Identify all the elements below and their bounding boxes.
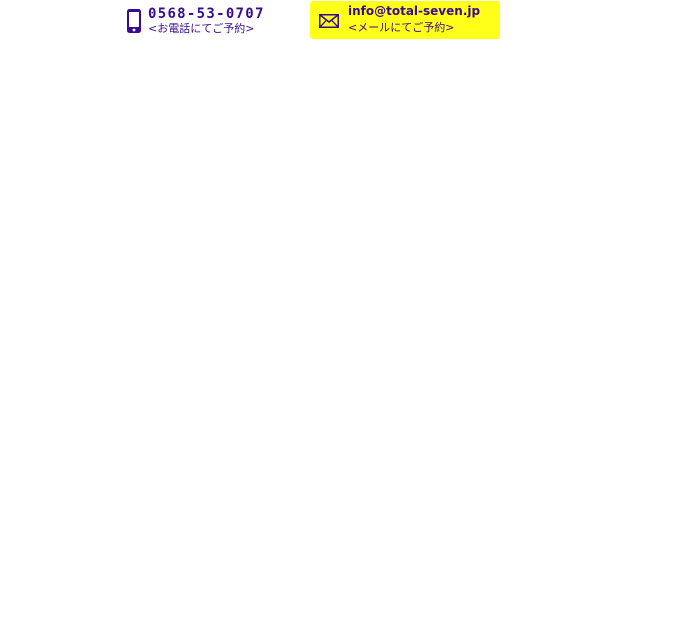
mail-reservation-label: <メールにてご予約> bbox=[348, 21, 455, 34]
envelope-icon bbox=[319, 13, 339, 28]
mail-reservation-link[interactable]: info@total-seven.jp <メールにてご予約> bbox=[310, 1, 500, 39]
contact-bar: 0568-53-0707 <お電話にてご予約> info@total-seven… bbox=[0, 0, 691, 42]
smartphone-icon bbox=[126, 8, 142, 34]
mail-address: info@total-seven.jp bbox=[348, 4, 481, 18]
phone-reservation-link[interactable]: 0568-53-0707 <お電話にてご予約> bbox=[124, 4, 284, 38]
phone-reservation-label: <お電話にてご予約> bbox=[148, 22, 255, 35]
phone-number: 0568-53-0707 bbox=[148, 6, 265, 22]
